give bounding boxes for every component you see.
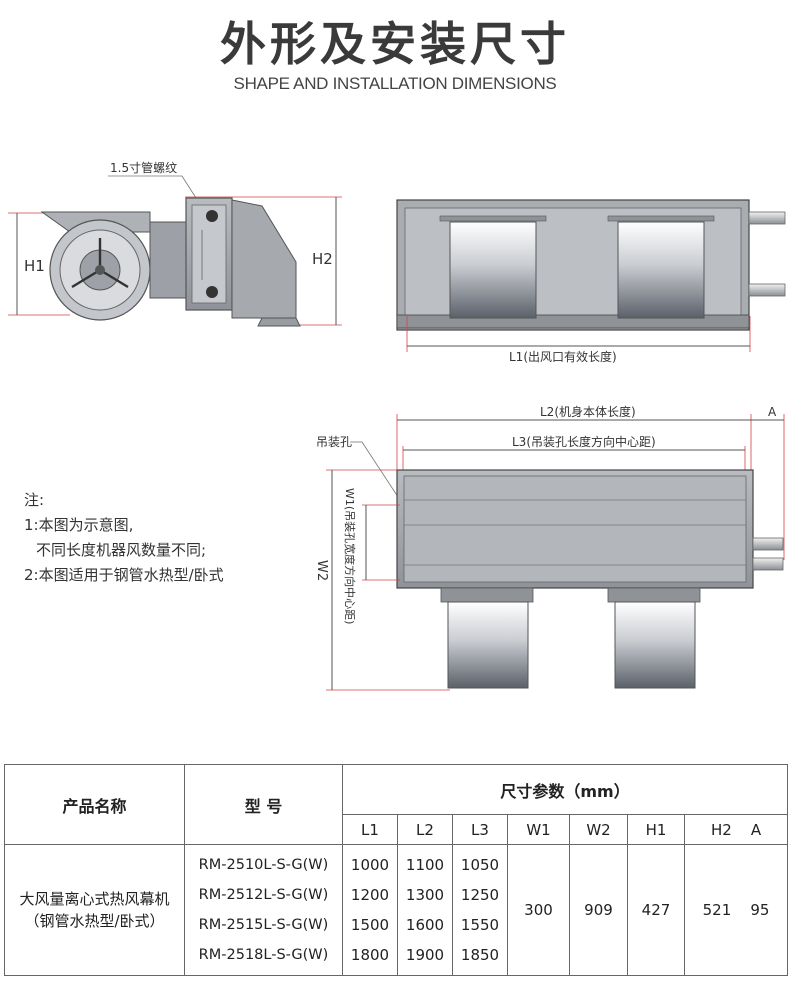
l3-values: 1050 1250 1550 1850	[452, 844, 508, 976]
a-label: A	[768, 405, 777, 419]
h2-value: 521	[702, 901, 732, 919]
a-value: 95	[750, 901, 770, 919]
w1-value: 300	[507, 844, 570, 976]
header-model: 型 号	[184, 764, 343, 845]
top-view-drawing: L2(机身本体长度) A L3(吊装孔长度方向中心距) 吊装孔 W1(吊装孔宽度…	[314, 404, 785, 691]
header-l2: L2	[397, 814, 453, 845]
product-name-line2: （钢管水热型/卧式）	[24, 912, 165, 930]
l3-cell: 1050	[460, 856, 500, 874]
l2-label: L2(机身本体长度)	[540, 404, 636, 419]
w1-label: W1(吊装孔宽度方向中心距)	[343, 488, 357, 624]
notes: 注: 1:本图为示意图, 不同长度机器风数量不同; 2:本图适用于钢管水热型/卧…	[24, 488, 224, 588]
l2-cell: 1300	[405, 886, 445, 904]
l1-cell: 1200	[350, 886, 390, 904]
l3-cell: 1250	[460, 886, 500, 904]
hanging-hole-label: 吊装孔	[316, 435, 352, 449]
header-w2: W2	[569, 814, 628, 845]
thread-label: 1.5寸管螺纹	[110, 160, 177, 175]
l3-cell: 1550	[460, 916, 500, 934]
note-line: 不同长度机器风数量不同;	[36, 541, 207, 559]
w2-label: W2	[314, 560, 329, 581]
spec-table: 产品名称 型 号 尺寸参数（mm） L1 L2 L3 W1 W2 H1 H2 A…	[4, 764, 789, 976]
l2-cell: 1600	[405, 916, 445, 934]
l1-cell: 1500	[350, 916, 390, 934]
header-h1: H1	[627, 814, 685, 845]
l1-cell: 1000	[350, 856, 390, 874]
page-title: 外形及安装尺寸	[220, 17, 570, 71]
header-product: 产品名称	[4, 764, 185, 845]
l3-label: L3(吊装孔长度方向中心距)	[512, 434, 656, 449]
page-subtitle: SHAPE AND INSTALLATION DIMENSIONS	[233, 74, 557, 93]
h1-label: H1	[24, 257, 45, 275]
header-l1: L1	[342, 814, 398, 845]
notes-heading: 注:	[24, 491, 45, 509]
note-line: 1:本图为示意图,	[24, 516, 134, 534]
w2-value: 909	[569, 844, 628, 976]
model-cell: RM-2510L-S-G(W)	[198, 857, 329, 873]
header-l3: L3	[452, 814, 508, 845]
model-cell: RM-2515L-S-G(W)	[198, 917, 329, 933]
l2-values: 1100 1300 1600 1900	[397, 844, 453, 976]
note-line: 2:本图适用于钢管水热型/卧式	[24, 566, 224, 584]
model-cell: RM-2512L-S-G(W)	[198, 887, 329, 903]
l2-cell: 1900	[405, 946, 445, 964]
header-h2: H2	[710, 820, 732, 839]
l1-label: L1(出风口有效长度)	[509, 349, 617, 364]
l1-values: 1000 1200 1500 1800	[342, 844, 398, 976]
l1-cell: 1800	[350, 946, 390, 964]
header-a: A	[750, 820, 762, 839]
header-w1: W1	[507, 814, 570, 845]
model-list: RM-2510L-S-G(W) RM-2512L-S-G(W) RM-2515L…	[184, 844, 343, 976]
header-dimensions: 尺寸参数（mm）	[341, 764, 789, 815]
h1-value: 427	[627, 844, 685, 976]
front-view-drawing: L1(出风口有效长度)	[396, 199, 786, 364]
side-view-drawing: 1.5寸管螺纹 H1 H2	[8, 160, 342, 327]
header-h2-a: H2 A	[683, 814, 789, 845]
product-name: 大风量离心式热风幕机 （钢管水热型/卧式）	[4, 844, 185, 976]
l3-cell: 1850	[460, 946, 500, 964]
h2-label: H2	[312, 250, 333, 268]
model-cell: RM-2518L-S-G(W)	[198, 947, 329, 963]
product-name-line1: 大风量离心式热风幕机	[19, 890, 170, 908]
l2-cell: 1100	[405, 856, 445, 874]
h2-a-values: 521 95	[683, 844, 789, 976]
technical-drawings: 1.5寸管螺纹 H1 H2 L1(出风口有效长度) L2(机身本体长度) A L…	[8, 160, 786, 691]
